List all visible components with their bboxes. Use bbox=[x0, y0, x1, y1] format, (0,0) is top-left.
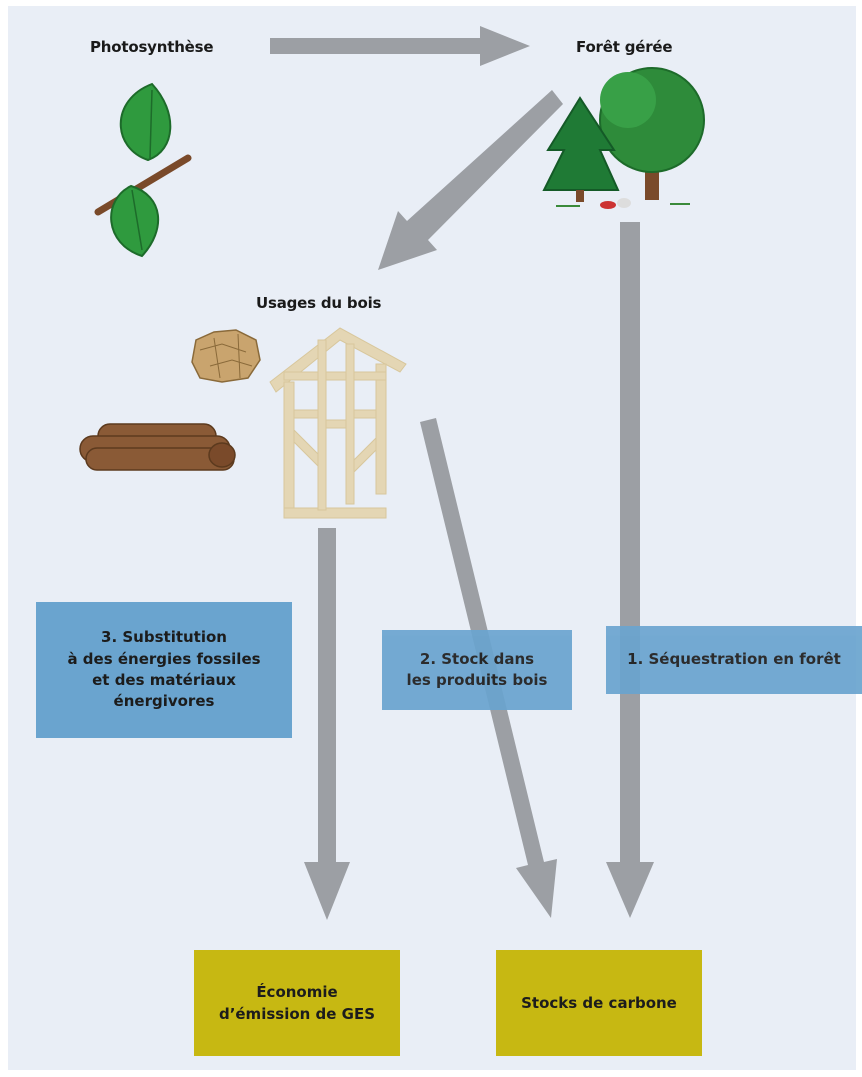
box-substitution-line: énergivores bbox=[113, 692, 215, 711]
node-photosynthese: Photosynthèse bbox=[90, 38, 214, 56]
box-stock-produits: 2. Stock dans les produits bois bbox=[382, 630, 572, 710]
arrow-photosynthese-to-foret bbox=[270, 26, 530, 66]
box-substitution-line: à des énergies fossiles bbox=[67, 649, 261, 668]
box-substitution: 3. Substitution à des énergies fossiles … bbox=[36, 602, 292, 738]
box-economie-line: d’émission de GES bbox=[218, 1005, 376, 1023]
box-sequestration-line: 1. Séquestration en forêt bbox=[627, 650, 841, 669]
box-economie-ges: Économie d’émission de GES bbox=[194, 950, 400, 1056]
arrow-foret-to-usages bbox=[378, 90, 563, 270]
node-foret-geree: Forêt gérée bbox=[576, 38, 673, 56]
wood-chips-icon bbox=[191, 329, 261, 383]
forest-icon bbox=[542, 67, 705, 209]
box-stocks-carbone: Stocks de carbone bbox=[496, 950, 702, 1056]
arrow-sequestration bbox=[606, 222, 654, 918]
box-stock-line: 2. Stock dans bbox=[419, 649, 535, 668]
box-substitution-line: 3. Substitution bbox=[101, 628, 227, 647]
leaves-icon bbox=[94, 82, 192, 258]
log-pile-icon bbox=[79, 423, 236, 471]
wood-frame-house-icon bbox=[269, 327, 407, 519]
box-economie-line: Économie bbox=[256, 982, 338, 1001]
node-usages-du-bois: Usages du bois bbox=[256, 294, 382, 312]
box-stocks-carbone-line: Stocks de carbone bbox=[521, 993, 677, 1012]
box-stock-line: les produits bois bbox=[406, 671, 548, 689]
arrow-substitution bbox=[304, 528, 350, 920]
box-substitution-line: et des matériaux bbox=[92, 671, 236, 689]
box-sequestration: 1. Séquestration en forêt bbox=[606, 626, 862, 694]
